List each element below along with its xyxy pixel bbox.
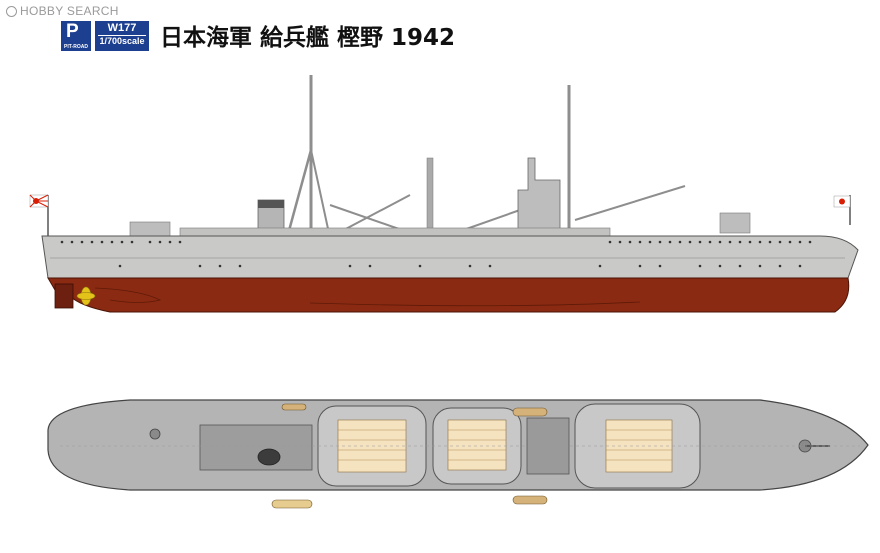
- propeller-icon: [76, 286, 96, 306]
- stern-gun-mount: [149, 428, 161, 440]
- plan-view: [47, 399, 869, 509]
- cargo-boom: [574, 185, 686, 221]
- lifeboat: [512, 407, 548, 417]
- page-title: 日本海軍 給兵艦 樫野 1942: [160, 25, 456, 51]
- funnel-cap: [258, 200, 284, 208]
- pit-road-logo: P PIT-ROAD: [61, 21, 91, 51]
- cargo-boom: [339, 194, 411, 233]
- hinomaru-flag-icon: [833, 195, 851, 208]
- hull-upper: [41, 235, 859, 279]
- funnel-top: [257, 448, 281, 466]
- hull-detail-line: [94, 287, 162, 303]
- watermark-text: HOBBY SEARCH: [20, 4, 119, 18]
- bow-gun-house: [719, 212, 751, 234]
- watermark-logo-icon: [6, 5, 17, 17]
- rising-sun-flag-icon: [29, 194, 49, 208]
- pit-road-p-icon: P: [66, 21, 79, 42]
- side-profile: [29, 75, 859, 313]
- motor-launch: [271, 499, 313, 509]
- portholes: [60, 240, 812, 268]
- bridge-tower: [517, 157, 561, 233]
- hatch-cover-2: [447, 419, 507, 471]
- product-scale: 1/700scale: [98, 35, 146, 46]
- bilge-keel: [309, 301, 641, 307]
- aft-superstructure: [199, 424, 313, 471]
- product-code-box: W177 1/700scale: [95, 21, 149, 51]
- mast-strut: [285, 149, 313, 239]
- mast-strut-2: [310, 149, 331, 239]
- hobby-search-watermark: HOBBY SEARCH: [6, 4, 119, 18]
- lifeboat: [512, 495, 548, 505]
- rudder: [54, 283, 74, 309]
- hull-lower: [47, 277, 850, 313]
- product-code: W177: [107, 22, 137, 34]
- hatch-planks: [338, 429, 672, 461]
- kingpost: [426, 157, 434, 241]
- lifeboat: [281, 403, 307, 411]
- brand-text: PIT-ROAD: [64, 44, 88, 50]
- stern-gun-house: [129, 221, 171, 237]
